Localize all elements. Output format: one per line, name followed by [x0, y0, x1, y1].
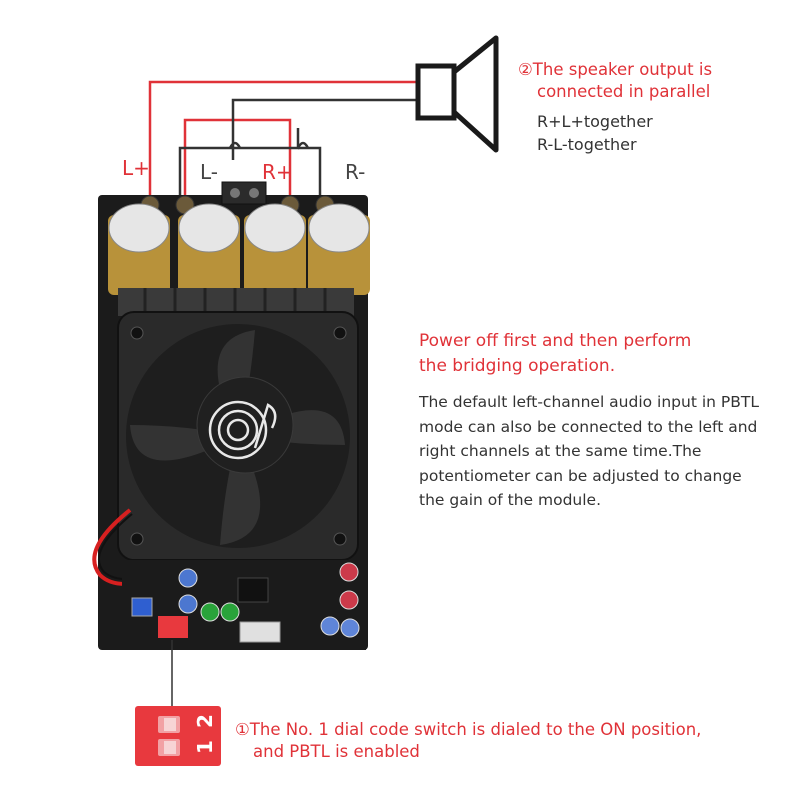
power-note-line-2: the bridging operation. [419, 356, 616, 376]
speaker-wiring [148, 80, 418, 200]
speaker-note-title-2: connected in parallel [537, 82, 711, 101]
dip-label-2: 2 [192, 714, 217, 728]
dip-label-1: 1 [192, 740, 217, 754]
dip-switch-zoom [135, 706, 221, 766]
pcb-components [122, 560, 366, 650]
capacitors [108, 203, 370, 295]
description-line-3: right channels at the same time.The [419, 442, 702, 460]
description-line-1: The default left-channel audio input in … [419, 393, 759, 411]
speaker-icon [415, 35, 499, 153]
switch-note-line-1: ①The No. 1 dial code switch is dialed to… [235, 720, 702, 739]
speaker-note-line-1: R+L+together [537, 112, 653, 131]
speaker-note-line-2: R-L-together [537, 135, 637, 154]
terminal-label-r-minus: R- [345, 160, 366, 184]
speaker-note-title-1: ②The speaker output is [518, 60, 713, 79]
power-note-line-1: Power off first and then perform [419, 331, 692, 351]
switch-note-line-2: and PBTL is enabled [253, 742, 420, 761]
description-line-2: mode can also be connected to the left a… [419, 418, 758, 436]
terminal-label-l-plus: L+ [122, 156, 150, 180]
logo-icon [208, 400, 277, 460]
description-line-4: potentiometer can be adjusted to change [419, 467, 742, 485]
description-line-5: the gain of the module. [419, 491, 602, 509]
terminal-label-r-plus: R+ [262, 160, 293, 184]
cooling-fan [117, 311, 359, 561]
terminal-label-l-minus: L- [200, 160, 219, 184]
